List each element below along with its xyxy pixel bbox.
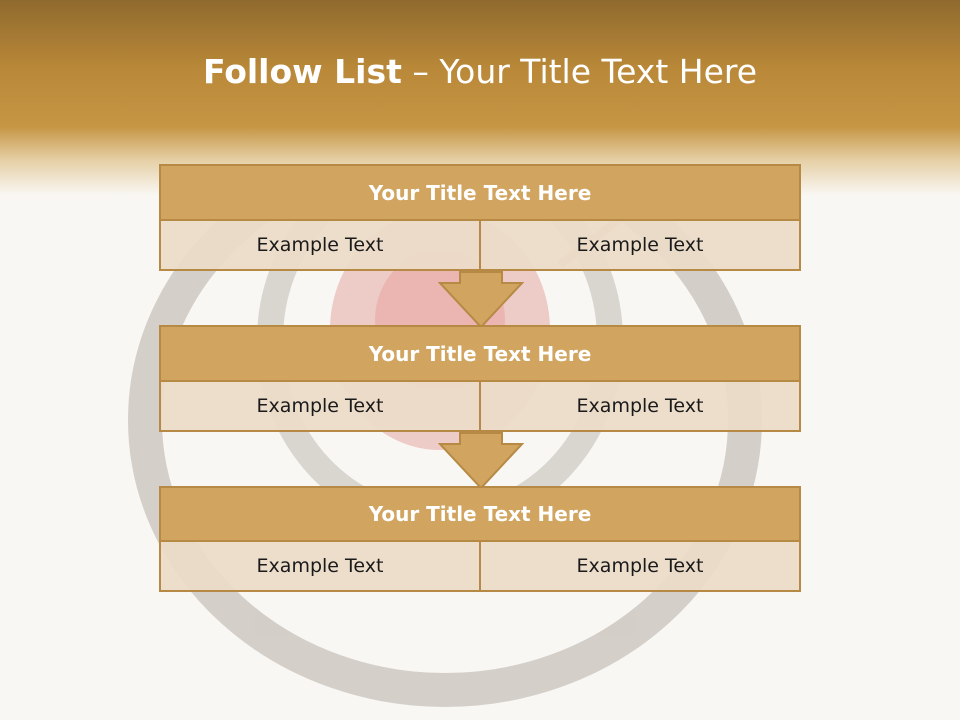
step-row-2: Example Text Example Text [159, 382, 801, 432]
step-1-right-cell: Example Text [479, 221, 799, 269]
step-3-right-cell: Example Text [479, 542, 799, 590]
slide-title-bold: Follow List [202, 52, 402, 91]
down-arrow-icon [438, 271, 524, 329]
step-title-1: Your Title Text Here [159, 164, 801, 221]
down-arrow-icon [438, 432, 524, 490]
slide-title-rest: – Your Title Text Here [401, 52, 758, 91]
step-row-3: Example Text Example Text [159, 542, 801, 592]
step-block-2: Your Title Text Here Example Text Exampl… [159, 325, 801, 432]
header-band [0, 0, 960, 195]
step-block-3: Your Title Text Here Example Text Exampl… [159, 486, 801, 592]
step-title-3: Your Title Text Here [159, 486, 801, 542]
step-2-right-cell: Example Text [479, 382, 799, 430]
step-block-1: Your Title Text Here Example Text Exampl… [159, 164, 801, 271]
slide-title: Follow List – Your Title Text Here [0, 52, 960, 91]
step-2-left-cell: Example Text [161, 382, 479, 430]
step-title-2: Your Title Text Here [159, 325, 801, 382]
step-3-left-cell: Example Text [161, 542, 479, 590]
step-1-left-cell: Example Text [161, 221, 479, 269]
step-row-1: Example Text Example Text [159, 221, 801, 271]
